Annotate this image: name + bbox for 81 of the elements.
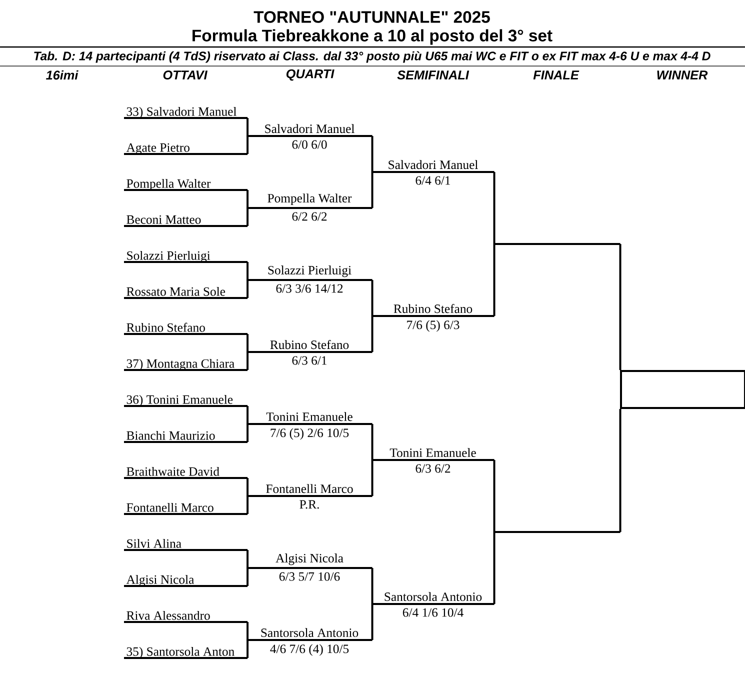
bracket-line	[371, 604, 374, 640]
bracket-line	[246, 280, 249, 298]
bracket-slot: Beconi Matteo	[124, 215, 248, 227]
bracket-slot: Algisi Nicola	[124, 574, 248, 587]
bracket-slot: Fontanelli Marco	[246, 484, 372, 497]
match-score: 4/6 7/6 (4) 10/5	[270, 644, 349, 656]
bracket-slot: Salvadori Manuel	[372, 160, 494, 173]
bracket-line-slot	[494, 243, 620, 245]
bracket-slot: Salvadori Manuel	[246, 124, 372, 137]
bracket-line	[619, 244, 622, 370]
bracket-line	[246, 568, 249, 586]
bracket-line	[246, 334, 249, 352]
bracket-line	[246, 190, 249, 208]
match-score: 7/6 (5) 6/3	[407, 320, 460, 332]
bracket-line	[493, 244, 496, 316]
subtitle: Formula Tiebreakkone a 10 al posto del 3° set	[192, 29, 552, 45]
title: TORNEO "AUTUNNALE" 2025	[254, 11, 490, 23]
bracket-slot: 35) Santorsola Anton	[124, 646, 248, 659]
match-score: 6/4 1/6 10/4	[402, 608, 464, 617]
column-heading: FINALE	[533, 70, 580, 80]
bracket-line	[246, 136, 249, 154]
bracket-slot: Silvi Alina	[124, 538, 248, 551]
bracket-slot: 37) Montagna Chiara	[124, 358, 248, 371]
bracket-line	[246, 406, 249, 424]
bracket-line	[246, 262, 249, 280]
bracket-line	[246, 352, 249, 370]
column-heading: WINNER	[657, 70, 708, 80]
bracket-line	[371, 424, 374, 460]
bracket-slot: Bianchi Maurizio	[124, 430, 248, 443]
description-text: Tab. D: 14 partecipanti (4 TdS) riservato ai Class. dal 33° posto più U65 mai WC e FIT o ex FIT max 4-6 U e max 4-4 D	[34, 51, 710, 63]
bracket-slot: Santorsola Antonio	[372, 592, 494, 605]
bracket-line	[246, 550, 249, 568]
bracket-line	[246, 622, 249, 640]
bracket-line	[371, 280, 374, 316]
bracket-line	[246, 424, 249, 442]
match-score: 6/0 6/0	[292, 140, 327, 149]
match-score: 6/3 6/1	[292, 356, 327, 365]
bracket-slot: Rubino Stefano	[124, 322, 248, 335]
bracket-slot: Solazzi Pierluigi	[124, 250, 248, 263]
bracket-slot: Rubino Stefano	[246, 340, 372, 353]
bracket-line	[371, 172, 374, 208]
bracket-line-slot	[494, 531, 620, 533]
bracket-slot: 36) Tonini Emanuele	[124, 394, 248, 407]
bracket-line	[246, 496, 249, 514]
bracket-slot: Riva Alessandro	[124, 610, 248, 623]
bracket-slot: Tonini Emanuele	[246, 412, 372, 425]
bracket-line	[371, 136, 374, 172]
bracket-slot: Braithwaite David	[124, 466, 248, 479]
match-score: 6/2 6/2	[292, 212, 327, 221]
column-heading: SEMIFINALI	[397, 70, 470, 80]
match-score: 6/4 6/1	[416, 176, 450, 185]
match-score: 7/6 (5) 2/6 10/5	[270, 428, 349, 440]
bracket-line	[493, 172, 496, 244]
column-heading: QUARTI	[286, 69, 334, 81]
bracket-slot: Rossato Maria Sole	[124, 286, 248, 299]
bracket-line	[246, 640, 249, 658]
bracket-line	[246, 478, 249, 496]
column-heading: 16imi	[46, 70, 78, 80]
bracket-slot: Pompella Walter	[124, 178, 248, 191]
column-heading: OTTAVI	[163, 70, 208, 80]
bracket-slot: Rubino Stefano	[372, 304, 494, 317]
winner-box	[620, 370, 745, 409]
bracket-slot: Solazzi Pierluigi	[246, 266, 372, 281]
bracket-line	[371, 568, 374, 604]
bracket-line	[493, 532, 496, 604]
bracket-slot: Pompella Walter	[246, 194, 372, 209]
bracket-slot: Tonini Emanuele	[372, 448, 494, 461]
bracket-line	[371, 460, 374, 496]
match-score: P.R.	[300, 500, 319, 509]
match-score: 6/3 5/7 10/6	[279, 572, 340, 581]
match-score: 6/3 3/6 14/12	[276, 284, 343, 293]
match-score: 6/3 6/2	[416, 464, 450, 473]
bracket-line	[246, 208, 249, 226]
bracket-line	[246, 118, 249, 136]
bracket-slot: 33) Salvadori Manuel	[124, 106, 248, 119]
bracket-line	[371, 316, 374, 352]
bracket-line	[619, 409, 622, 532]
bracket-line	[493, 460, 496, 532]
bracket-slot: Algisi Nicola	[246, 554, 372, 569]
bracket-slot: Fontanelli Marco	[124, 502, 248, 515]
bracket-slot: Santorsola Antonio	[246, 628, 372, 641]
